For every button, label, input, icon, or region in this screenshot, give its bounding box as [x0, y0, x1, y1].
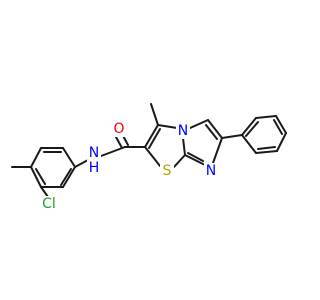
imid-c5-c6 [207, 119, 223, 139]
sulfur-label-bg [160, 163, 174, 179]
molecule-diagram: O N H Cl S N N [11, 103, 287, 212]
thiazole-s-c7a [173, 154, 186, 168]
imid-n-c7a [184, 154, 206, 166]
phenyl-link [221, 134, 243, 139]
imid-n-c5 [189, 119, 209, 129]
imid-c6-n [212, 137, 223, 164]
thiazole-c3-n [157, 124, 178, 129]
aryl-bond-3 [30, 166, 42, 188]
chlorine-atom-label: Cl [42, 196, 56, 212]
imine-n-label-bg [204, 163, 218, 179]
imid-c5-c6b [205, 124, 218, 140]
atom-label-group: O N H Cl S N N [38, 121, 218, 212]
thiazole-c2-s [144, 146, 161, 167]
carbonyl-n-bond [100, 146, 126, 157]
bond-group [11, 103, 287, 198]
sulfur-atom-label: S [163, 163, 172, 179]
amide-nh-label-bg [87, 145, 101, 175]
thiazole-c2-c3 [144, 124, 159, 148]
chlorine-label-bg [38, 196, 60, 212]
aryl-bond-4 [30, 147, 42, 168]
imine-nitrogen-label: N [206, 163, 216, 179]
aryl-bond-1b [60, 168, 72, 186]
phenyl-bond-6 [241, 134, 257, 154]
thiazole-n-c7a [182, 137, 186, 156]
imid-n-c7a-b [187, 152, 204, 162]
phenyl-bond-3 [275, 115, 287, 134]
n-aryl-bond [74, 159, 89, 168]
aryl-bond-6 [62, 147, 76, 168]
phenyl-bond-5b [257, 146, 276, 150]
oxygen-label-bg [112, 121, 126, 137]
phenyl-bond-3b [273, 119, 283, 135]
phenyl-bond-4 [276, 132, 287, 152]
aryl-bond-3b [35, 168, 46, 185]
aryl-bond-1 [62, 166, 76, 188]
oxygen-atom-label: O [113, 121, 124, 137]
amide-hydrogen-label: H [89, 160, 100, 176]
bridge-n-label-bg [176, 123, 190, 139]
structure-drawing: O N H Cl S N N [11, 103, 287, 212]
aryl-cl-bond [40, 186, 49, 198]
phenyl-bond-5 [255, 150, 278, 154]
thiazole-c2-c3b [148, 128, 161, 149]
amide-nitrogen-label: N [89, 145, 99, 161]
phenyl-bond-1b [245, 121, 259, 137]
phenyl-bond-1 [241, 117, 257, 136]
methyl-bond [150, 103, 159, 126]
phenyl-bond-2 [255, 115, 277, 119]
bridgehead-nitrogen-label: N [178, 123, 188, 139]
c-o-bond-2 [115, 136, 123, 149]
